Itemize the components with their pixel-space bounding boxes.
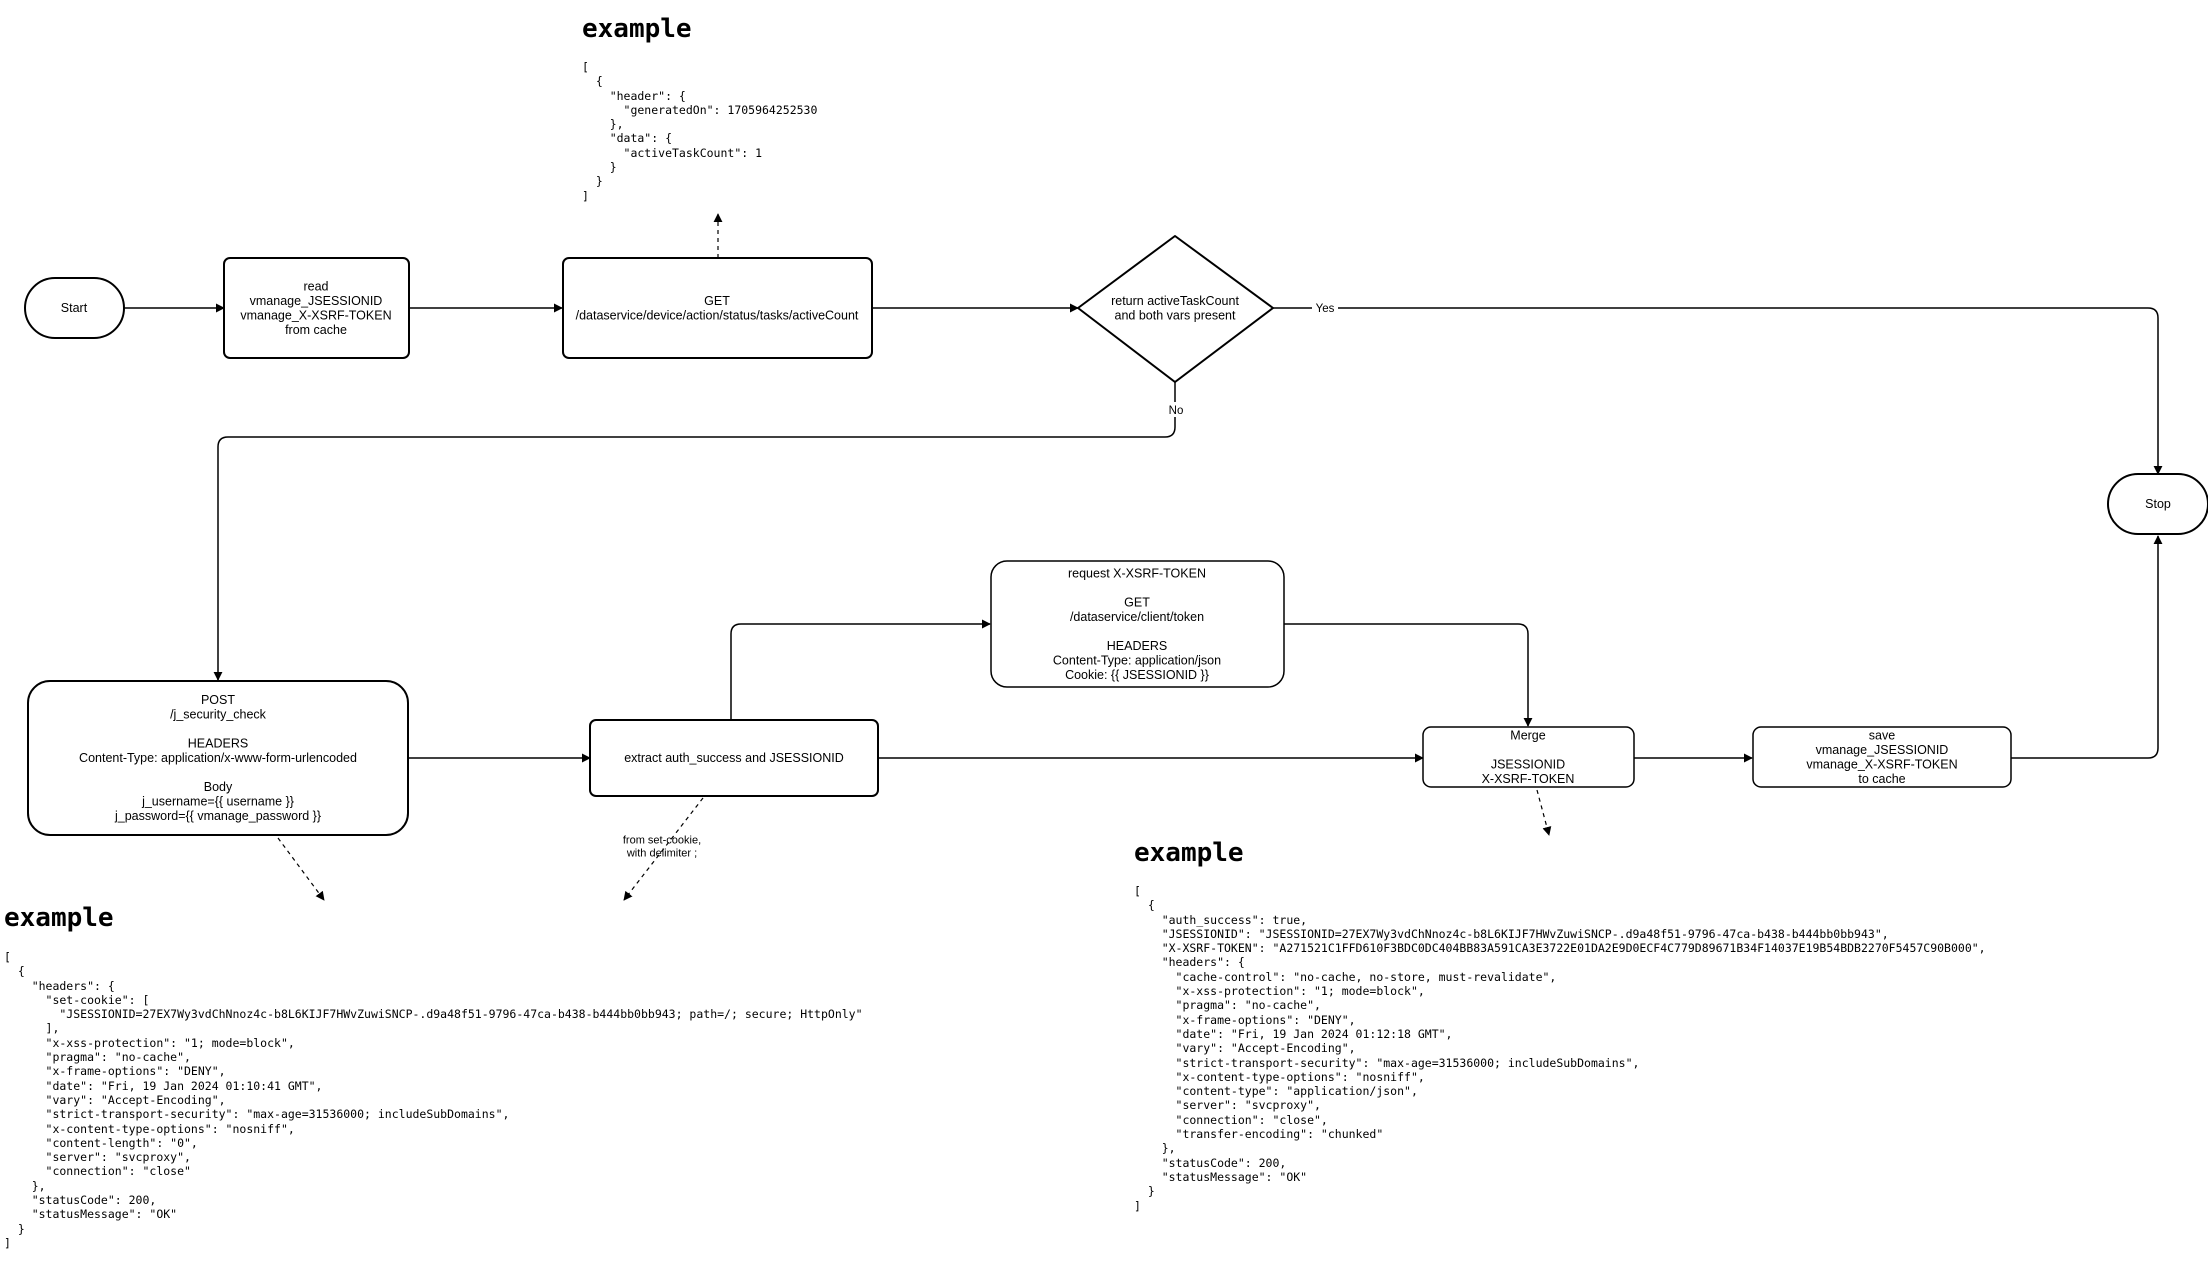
set-cookie-note: from set-cookie,with delimiter ; xyxy=(623,835,701,860)
svg-text:Yes: Yes xyxy=(1316,303,1335,315)
node-text-line: /dataservice/client/token xyxy=(1070,610,1204,624)
node-text-line: extract auth_success and JSESSIONID xyxy=(624,751,844,765)
no-label: No xyxy=(1166,402,1186,417)
svg-text:Start: Start xyxy=(61,301,88,315)
node-text-line: GET xyxy=(704,294,730,308)
node-text-line: return activeTaskCount xyxy=(1111,294,1239,308)
edge-request-to-merge xyxy=(1284,623,1533,727)
get-active-count-node: GET/dataservice/device/action/status/tas… xyxy=(562,257,873,359)
node-text-line: j_password={{ vmanage_password }} xyxy=(114,809,321,823)
edge-save-to-stop xyxy=(2011,535,2163,759)
node-text-line: X-XSRF-TOKEN xyxy=(1482,772,1575,786)
svg-text:extract auth_success and JSESS: extract auth_success and JSESSIONID xyxy=(624,751,844,765)
link-extract-note xyxy=(623,797,704,901)
svg-text:from set-cookie,with delimiter: from set-cookie,with delimiter ; xyxy=(623,835,701,860)
node-text-line: from cache xyxy=(285,323,347,337)
node-text-line: POST xyxy=(201,693,235,707)
edge-decision-yes-to-stop xyxy=(1273,307,2163,475)
link-post-example xyxy=(277,837,325,901)
extract-node: extract auth_success and JSESSIONID xyxy=(589,719,879,797)
node-text-line: HEADERS xyxy=(188,737,248,751)
node-text-line: read xyxy=(303,279,328,293)
svg-text:No: No xyxy=(1169,405,1184,417)
svg-text:GET/dataservice/device/action/: GET/dataservice/device/action/status/tas… xyxy=(576,294,859,323)
node-text-line: Content-Type: application/x-www-form-url… xyxy=(79,751,357,765)
node-text-line: HEADERS xyxy=(1107,639,1167,653)
node-text-line: Content-Type: application/json xyxy=(1053,653,1221,667)
node-text-line: from set-cookie, xyxy=(623,835,701,847)
start-node: Start xyxy=(24,277,125,339)
example-title: example xyxy=(582,14,692,44)
node-text-line: and both vars present xyxy=(1115,308,1236,322)
example-code: [ { "header": { "generatedOn": 170596425… xyxy=(582,60,818,203)
example-links xyxy=(277,213,1552,901)
node-text-line: vmanage_X-XSRF-TOKEN xyxy=(1806,757,1957,771)
node-text-line: request X-XSRF-TOKEN xyxy=(1068,566,1206,580)
example-title: example xyxy=(1134,838,1244,868)
node-text-line: vmanage_JSESSIONID xyxy=(250,294,383,308)
stop-node: Stop xyxy=(2107,473,2208,535)
node-text-line: j_username={{ username }} xyxy=(141,795,294,809)
node-text-line: to cache xyxy=(1858,772,1905,786)
svg-text:Stop: Stop xyxy=(2145,497,2171,511)
node-text-line: vmanage_X-XSRF-TOKEN xyxy=(240,308,391,322)
example-code: [ { "headers": { "set-cookie": [ "JSESSI… xyxy=(4,950,863,1250)
node-text-line: with delimiter ; xyxy=(626,848,697,860)
node-text-line: GET xyxy=(1124,595,1150,609)
node-text-line: Cookie: {{ JSESSIONID }} xyxy=(1065,668,1209,682)
node-text-line: Body xyxy=(204,780,233,794)
edge-extract-to-request xyxy=(730,619,991,720)
node-text-line: Merge xyxy=(1510,728,1545,742)
yes-label: Yes xyxy=(1312,300,1338,315)
node-text-line: save xyxy=(1869,728,1895,742)
request-token-node: request X-XSRF-TOKEN GET/dataservice/clie… xyxy=(990,560,1285,688)
node-text-line: vmanage_JSESSIONID xyxy=(1816,743,1949,757)
edges xyxy=(124,303,2163,763)
node-text-line: JSESSIONID xyxy=(1491,757,1565,771)
edge-decision-no-to-post xyxy=(213,382,1176,681)
link-merge-example xyxy=(1536,789,1552,836)
example-title: example xyxy=(4,903,114,933)
node-text-line: /dataservice/device/action/status/tasks/… xyxy=(576,308,859,322)
example-code: [ { "auth_success": true, "JSESSIONID": … xyxy=(1134,884,1986,1213)
node-text-line: /j_security_check xyxy=(170,708,267,722)
